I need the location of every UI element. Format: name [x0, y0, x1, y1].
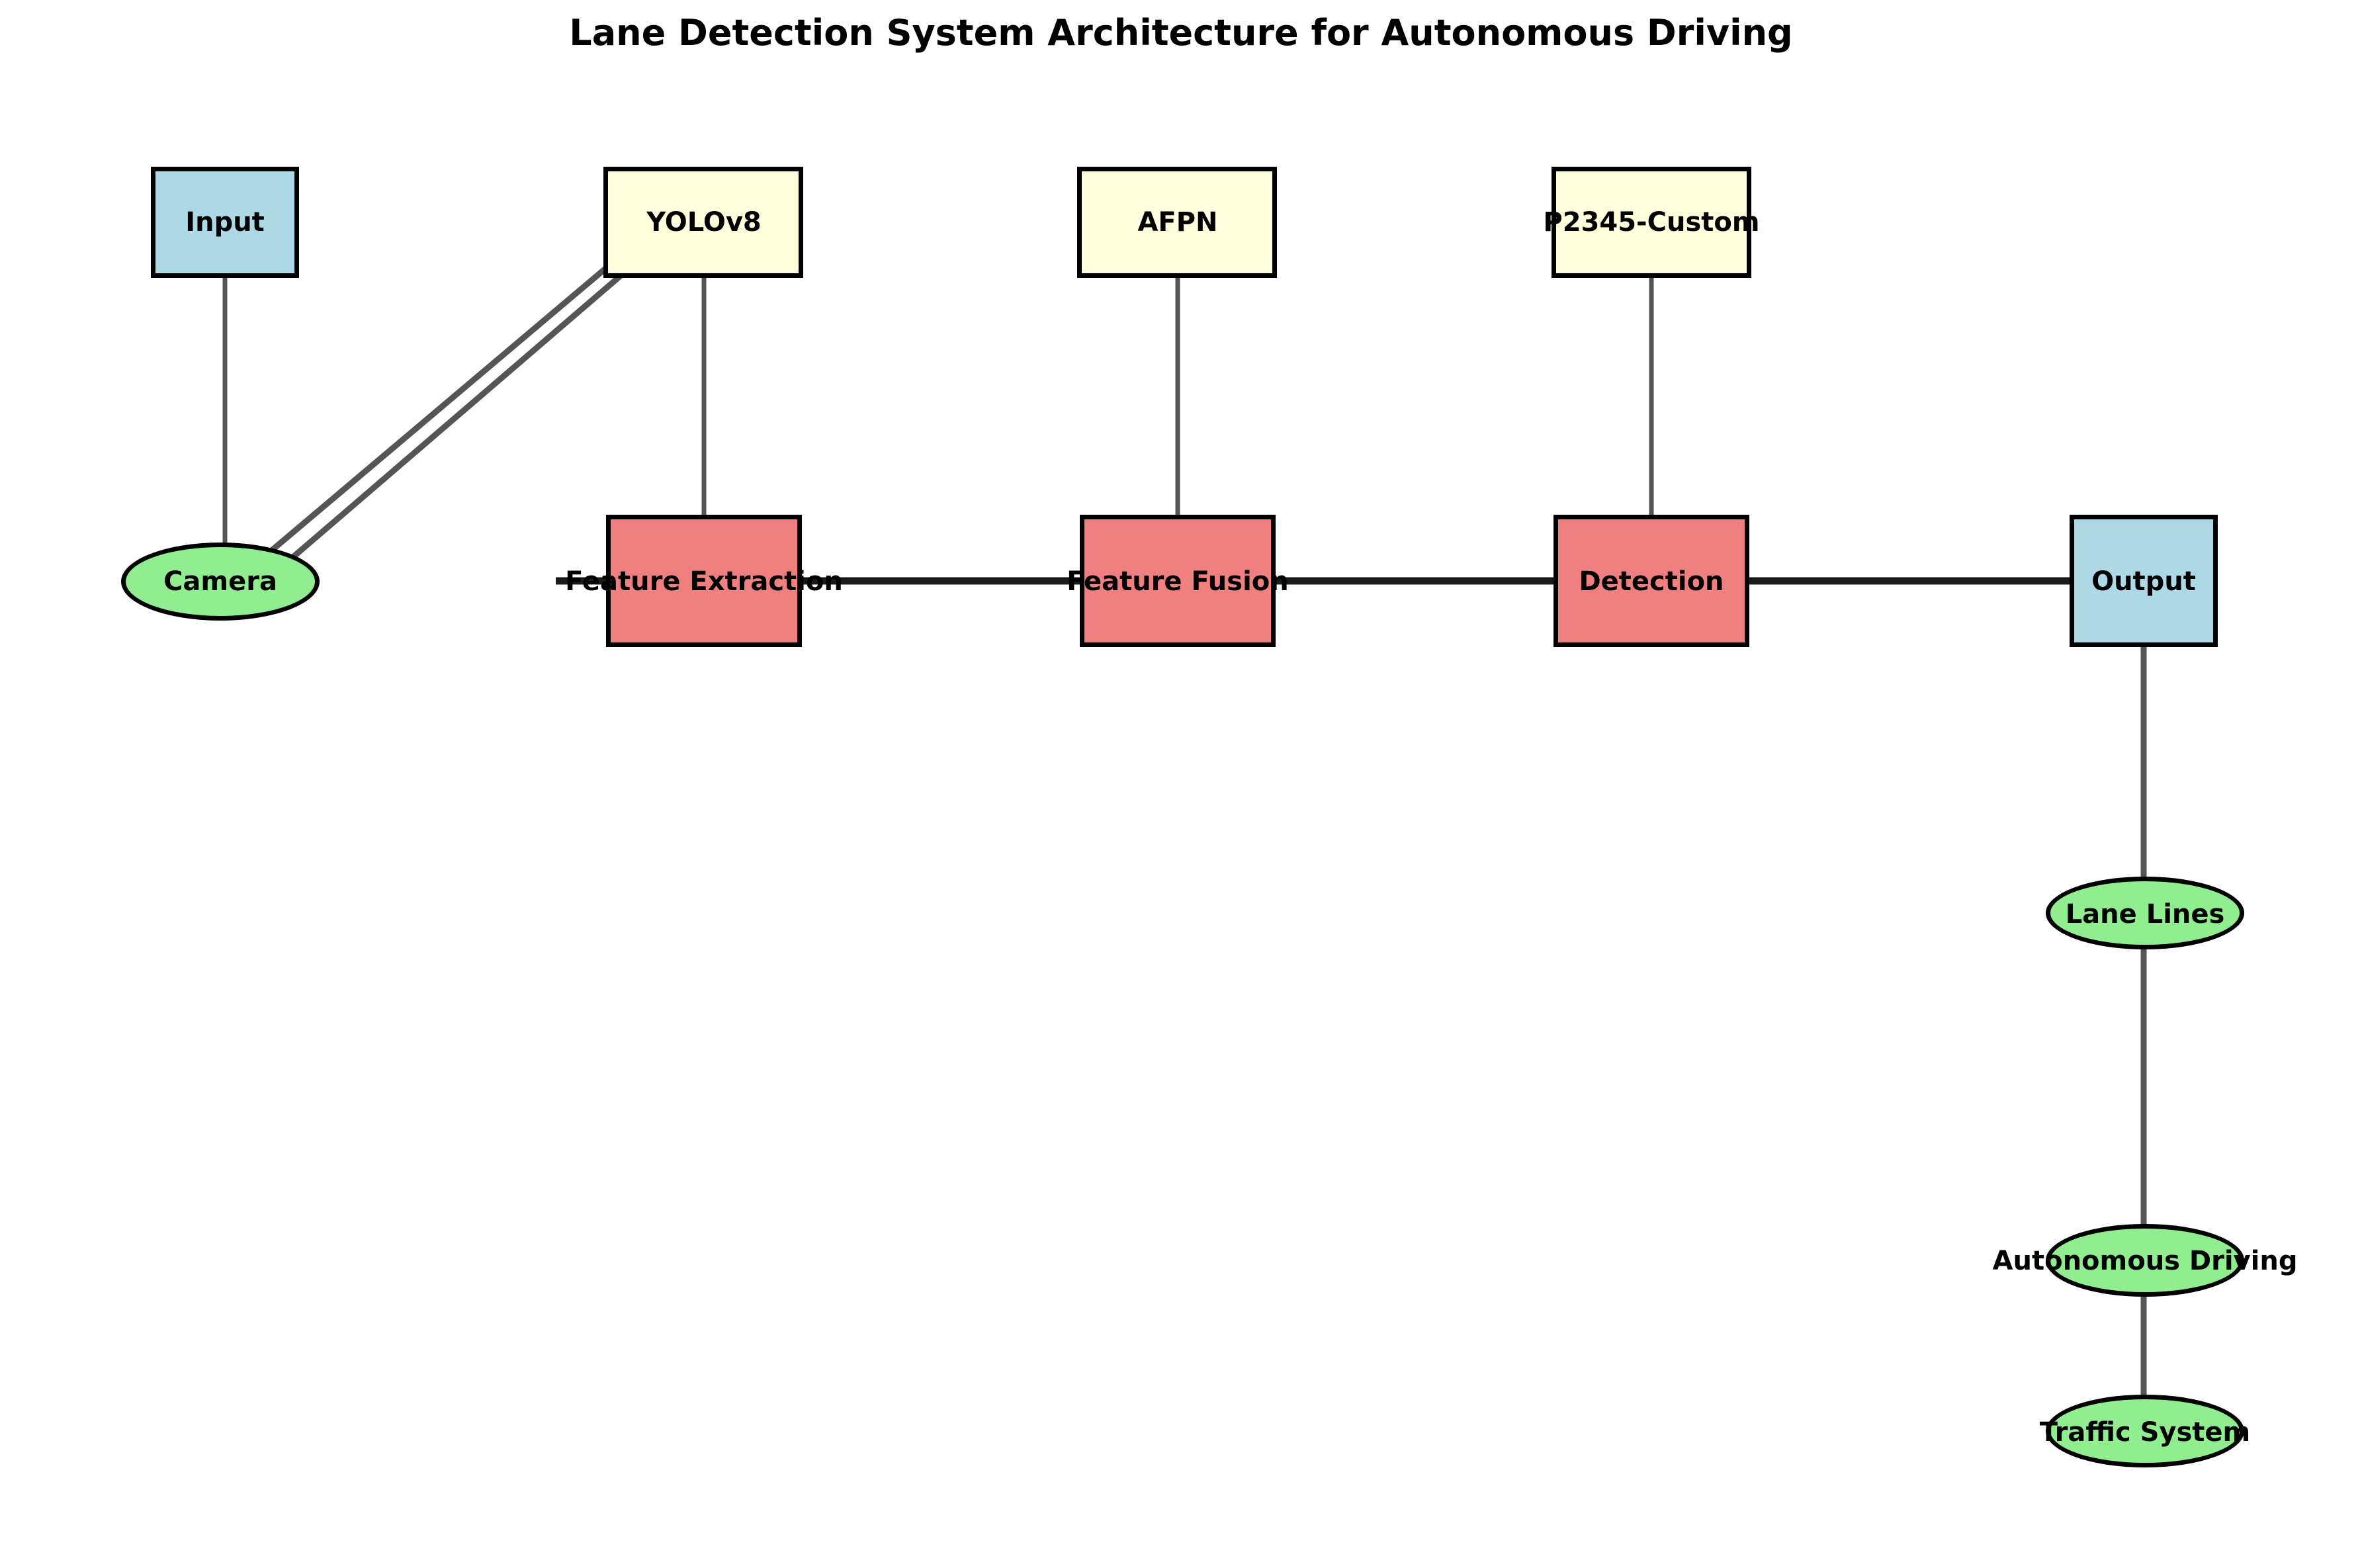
node-input[interactable] — [151, 167, 299, 278]
node-yolov8[interactable] — [603, 167, 803, 278]
node-traffic-system[interactable] — [2046, 1395, 2244, 1467]
node-feature-extraction[interactable] — [606, 515, 802, 647]
diagram-title: Lane Detection System Architecture for A… — [569, 12, 1793, 54]
node-p2345-custom[interactable] — [1552, 167, 1751, 278]
node-feature-fusion[interactable] — [1080, 515, 1276, 647]
node-camera[interactable] — [121, 543, 320, 621]
node-afpn[interactable] — [1077, 167, 1277, 278]
node-lane-lines[interactable] — [2046, 877, 2244, 949]
node-detection[interactable] — [1553, 515, 1749, 647]
node-output[interactable] — [2070, 515, 2218, 647]
node-autonomous-driving[interactable] — [2046, 1224, 2244, 1297]
